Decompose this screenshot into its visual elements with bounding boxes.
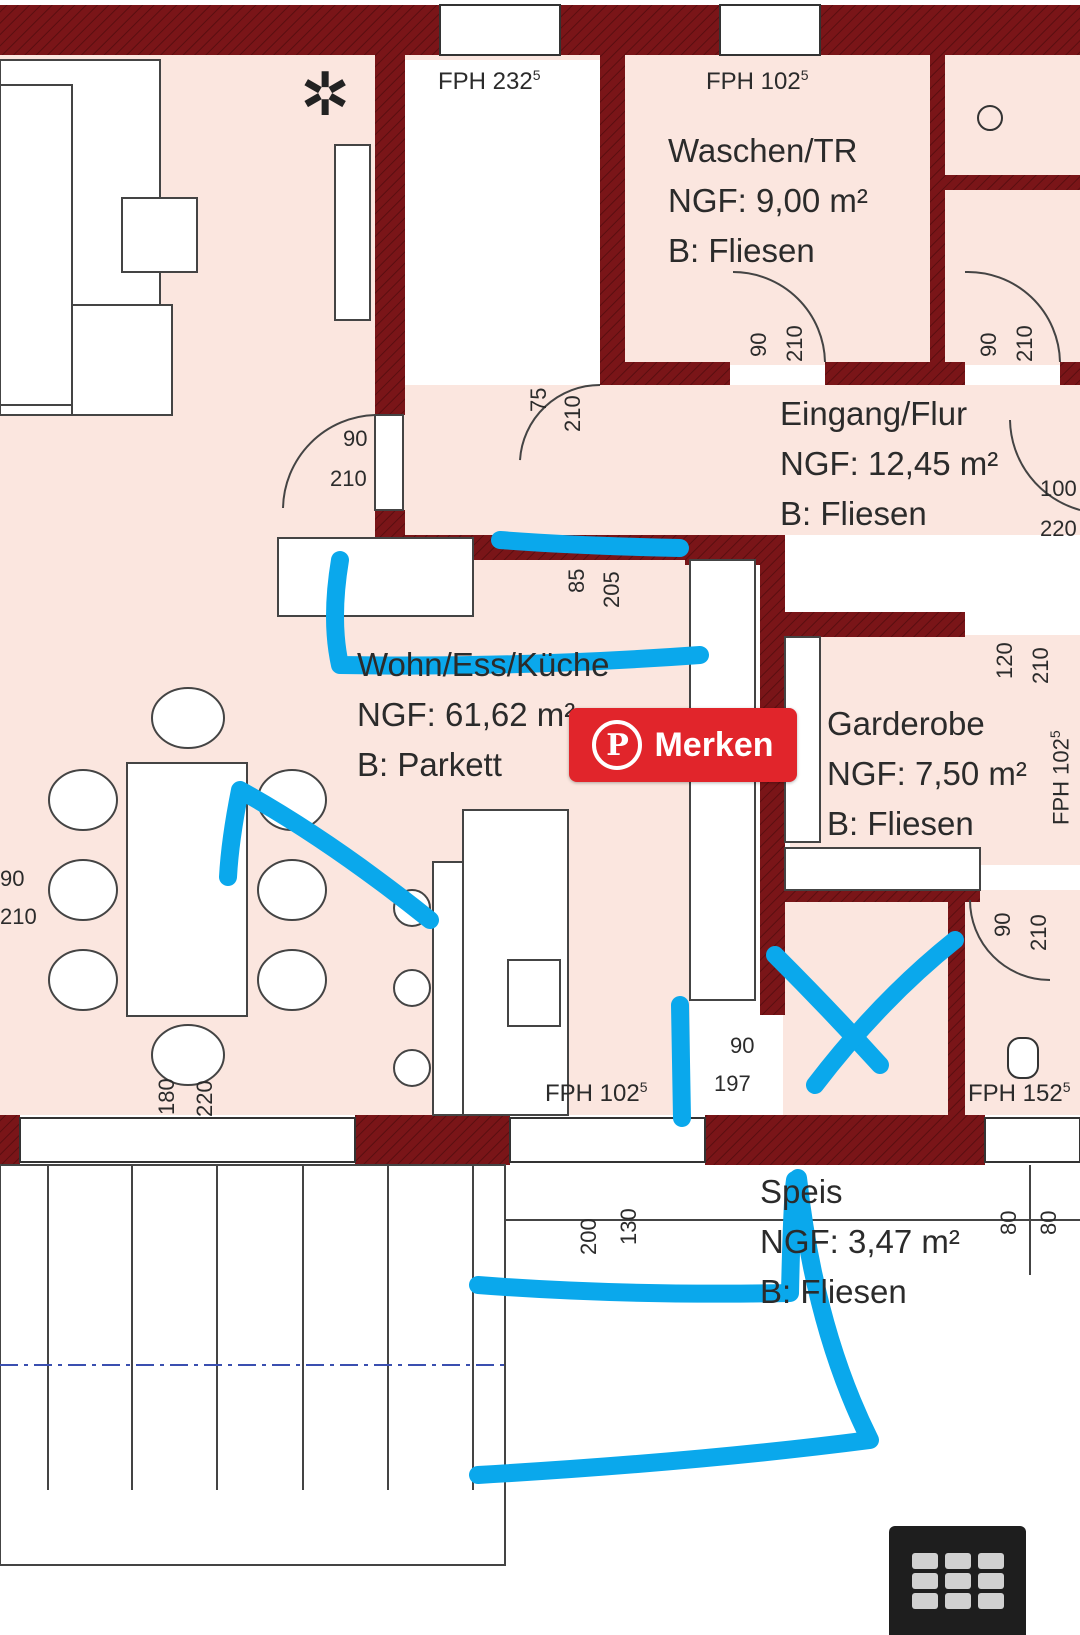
toilet (1007, 1037, 1039, 1079)
wall-waschen-right (930, 55, 945, 375)
window-label-sup: 5 (1062, 1079, 1071, 1095)
room-area-waschen: NGF: 9,00 m² (668, 182, 868, 219)
wall-top-left (0, 5, 440, 55)
dim-door-entry-width: 100 (1040, 476, 1077, 501)
window-speis (984, 1117, 1080, 1163)
window-label-text: FPH 102 (545, 1080, 640, 1107)
dim-kitchen-window-width: 200 (576, 1218, 601, 1255)
floor-waschen (625, 55, 930, 365)
dim-opening-height: 205 (599, 571, 624, 608)
dim-door-bath-height: 210 (1012, 325, 1037, 362)
room-name-speis: Speis (760, 1173, 843, 1210)
floor-right-top (945, 55, 1080, 365)
wall-top-mid (560, 5, 720, 55)
dim-speis-height: 197 (714, 1071, 751, 1096)
wall-top-right (820, 5, 1080, 55)
floor-technik (405, 60, 600, 385)
dim-door-wohnen-height: 210 (330, 466, 367, 491)
sofa (0, 59, 198, 416)
window-label-text: FPH 102 (1048, 738, 1074, 825)
pinterest-save-button[interactable]: P Merken (569, 708, 797, 782)
dim-terrace-height: 220 (192, 1080, 217, 1117)
tv-board (334, 144, 371, 321)
window-label-fph-152: FPH 1525 (968, 1080, 1071, 1106)
room-floor-waschen: B: Fliesen (668, 232, 815, 269)
grid-view-button[interactable] (889, 1526, 1026, 1635)
wall-bottom-left (0, 1115, 20, 1165)
room-name-eingang: Eingang/Flur (780, 395, 968, 432)
window-top-2 (719, 4, 821, 56)
wall-right-bottom (1060, 362, 1080, 385)
window-label-text: FPH 152 (968, 1080, 1063, 1107)
room-area-garderobe: NGF: 7,50 m² (827, 755, 1027, 792)
dim-door-entry-height: 220 (1040, 516, 1077, 541)
dim-kitchen-window-height: 130 (616, 1208, 641, 1245)
wall-bottom-mid (355, 1115, 510, 1165)
shower-icon (977, 105, 1003, 131)
pinterest-icon: P (592, 720, 643, 770)
dim-garderobe-width: 120 (992, 642, 1017, 679)
window-label-text: FPH 232 (438, 68, 533, 95)
grid-view-icon (911, 1552, 1004, 1609)
room-name-garderobe: Garderobe (827, 705, 985, 742)
door-swings (282, 270, 1080, 981)
room-floor-garderobe: B: Fliesen (827, 805, 974, 842)
plant-icon: ✲ (300, 61, 350, 128)
pinterest-save-label: Merken (654, 725, 774, 764)
dim-door-tr-width: 75 (526, 387, 551, 412)
window-label-sup: 5 (639, 1079, 648, 1095)
terrace (0, 1164, 506, 1566)
dim-door-wohnen-width: 90 (343, 426, 368, 451)
window-label-text: FPH 102 (706, 68, 801, 95)
room-floor-speis: B: Fliesen (760, 1273, 907, 1310)
window-label-fph-102-top: FPH 1025 (706, 68, 809, 94)
dim-opening-width: 85 (564, 568, 589, 593)
window-label-fph-102-kitchen: FPH 1025 (545, 1080, 648, 1106)
wall-garderobe-top (785, 612, 965, 637)
room-area-wohnen: NGF: 61,62 m² (357, 696, 576, 733)
wall-speis-right (948, 890, 965, 1115)
window-top-1 (439, 4, 561, 56)
dim-garderobe-height: 210 (1028, 647, 1053, 684)
dim-right-window-height: 80 (1036, 1210, 1061, 1235)
dim-door-waschen-width: 90 (746, 332, 771, 357)
floor-garderobe (790, 635, 1080, 865)
wall-speis-top (785, 890, 980, 902)
dim-door-bath-width: 90 (976, 332, 1001, 357)
dim-door-waschen-height: 210 (782, 325, 807, 362)
garderobe-bench (784, 847, 981, 891)
dim-door-tr-height: 210 (560, 395, 585, 432)
room-floor-wohnen: B: Parkett (357, 746, 502, 783)
room-area-eingang: NGF: 12,45 m² (780, 445, 999, 482)
dim-wc-width: 90 (990, 912, 1015, 937)
window-label-sup: 5 (800, 67, 809, 83)
room-name-waschen: Waschen/TR (668, 132, 858, 169)
hand-drawn-annotations (219, 531, 964, 1484)
window-terrace (19, 1117, 356, 1163)
wall-technik-left (375, 55, 405, 415)
wall-waschen-bottom (600, 362, 730, 385)
room-name-wohnen: Wohn/Ess/Küche (357, 646, 610, 683)
dim-right-window-width: 80 (996, 1210, 1021, 1235)
kitchen-island (393, 809, 569, 1116)
dim-terrace-width: 180 (154, 1078, 179, 1115)
window-label-sup: 5 (1047, 730, 1063, 739)
wall-bath-mid (945, 175, 1080, 190)
room-floor-eingang: B: Fliesen (780, 495, 927, 532)
window-kitchen (509, 1117, 706, 1163)
wall-bottom-right (705, 1115, 985, 1165)
window-label-sup: 5 (532, 67, 541, 83)
dim-left-width: 90 (0, 866, 25, 891)
wall-technik-right (600, 55, 625, 385)
window-label-fph-232: FPH 2325 (438, 68, 541, 94)
dim-speis-width: 90 (730, 1033, 755, 1058)
sideboard (277, 537, 474, 617)
window-label-fph-102-garderobe: FPH 1025 (1047, 730, 1074, 825)
dim-left-height: 210 (0, 904, 37, 929)
room-area-speis: NGF: 3,47 m² (760, 1223, 960, 1260)
floor-eingang (400, 385, 1080, 535)
dim-wc-height: 210 (1026, 914, 1051, 951)
